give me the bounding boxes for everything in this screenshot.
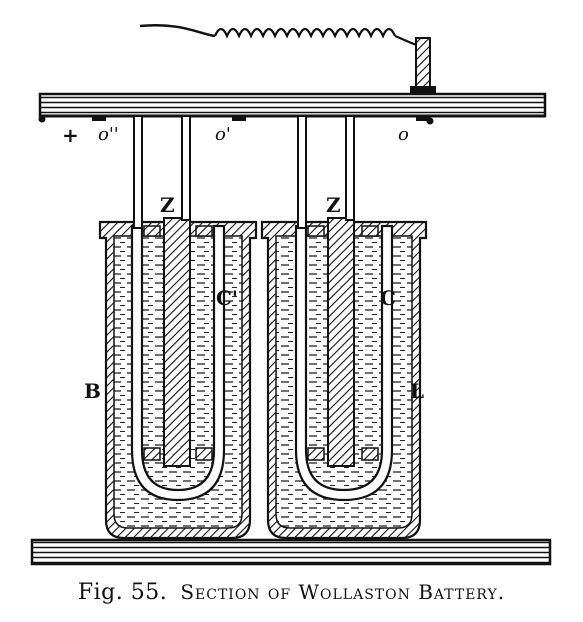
binding-post — [410, 37, 436, 94]
label-c-right: C — [380, 286, 396, 310]
wire-spiral — [213, 27, 421, 48]
label-o-double: o'' — [98, 124, 119, 145]
label-o-plain: o — [398, 124, 409, 145]
wollaston-battery-diagram: + o'' o' o Z Z C' C B — [30, 23, 552, 566]
label-z-right: Z — [326, 193, 341, 217]
left-cell — [98, 115, 258, 540]
figure-title: Section of Wollaston Battery. — [180, 580, 506, 604]
label-z-left: Z — [160, 193, 175, 217]
left-zinc-plate — [163, 217, 191, 467]
bottom-board — [30, 538, 552, 566]
figure-caption: Fig. 55. Section of Wollaston Battery. — [0, 580, 583, 620]
screw-left — [38, 115, 46, 123]
right-cell — [260, 115, 428, 540]
lead-wire — [139, 23, 216, 38]
label-c-left: C' — [216, 286, 238, 310]
label-l-right: L — [410, 379, 424, 403]
label-plus: + — [62, 123, 79, 147]
top-board — [38, 92, 547, 118]
label-o-single: o' — [215, 124, 231, 145]
label-b-left: B — [84, 379, 101, 403]
right-copper-plate — [294, 224, 394, 502]
right-zinc-plate — [327, 217, 355, 467]
figure-number: Fig. 55. — [77, 580, 168, 605]
left-copper-plate — [130, 224, 226, 502]
